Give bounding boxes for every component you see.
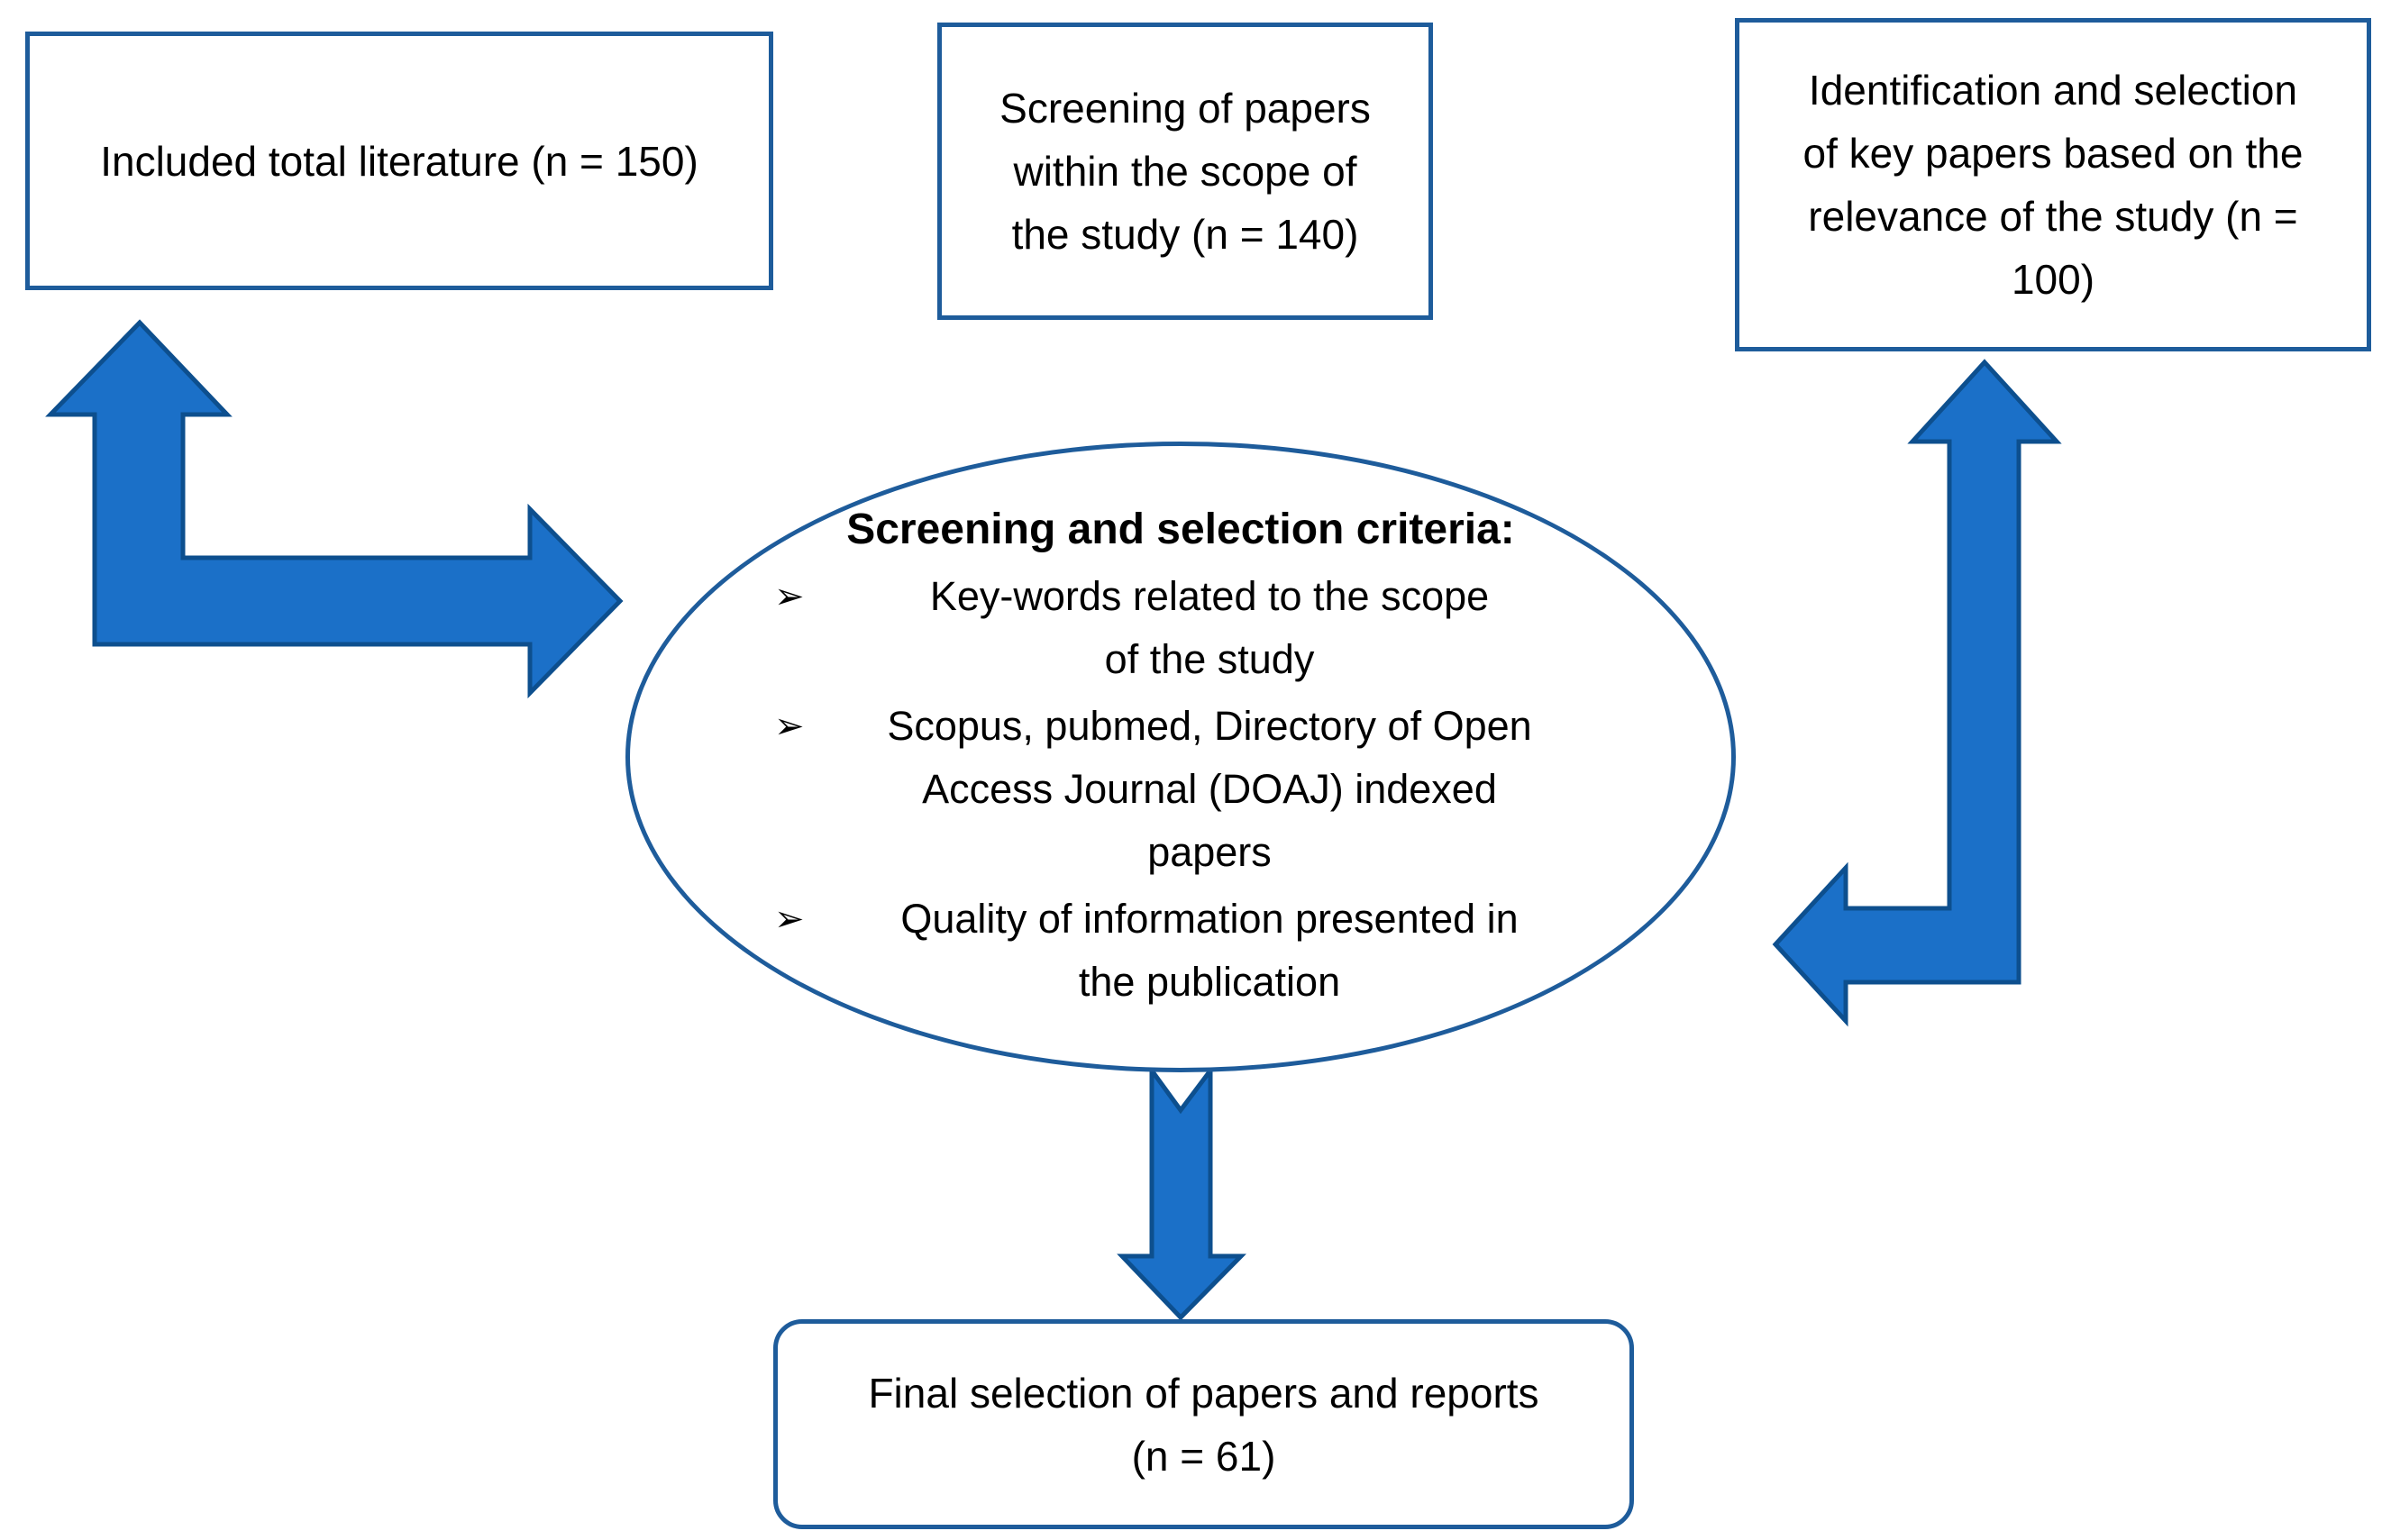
included-literature-text: Included total literature (n = 150) <box>100 137 698 185</box>
criteria-bullet-keywords: ➢ Key-words related to the scope of the … <box>774 565 1587 691</box>
screening-papers-text: Screening of papers within the scope of … <box>999 85 1371 258</box>
notched-down-arrow <box>1117 1063 1246 1321</box>
criteria-bullet-quality: ➢ Quality of information presented in th… <box>774 888 1587 1014</box>
identification-selection-box: Identification and selection of key pape… <box>1735 18 2371 351</box>
arrowhead-bullet-icon: ➢ <box>774 899 805 939</box>
included-literature-box: Included total literature (n = 150) <box>25 32 773 290</box>
bent-arrow-right <box>1772 359 2062 1027</box>
final-selection-text: Final selection of papers and reports (n… <box>868 1369 1539 1480</box>
screening-papers-box: Screening of papers within the scope of … <box>937 23 1433 320</box>
final-selection-box: Final selection of papers and reports (n… <box>773 1319 1634 1529</box>
arrowhead-bullet-icon: ➢ <box>774 706 805 746</box>
criteria-bullet-databases-text: Scopus, pubmed, Directory of Open Access… <box>887 703 1532 875</box>
criteria-bullet-databases: ➢ Scopus, pubmed, Directory of Open Acce… <box>774 695 1587 884</box>
arrowhead-bullet-icon: ➢ <box>774 577 805 616</box>
criteria-bullet-quality-text: Quality of information presented in the … <box>900 896 1519 1005</box>
screening-criteria-ellipse: Screening and selection criteria: ➢ Key-… <box>625 442 1736 1072</box>
criteria-title: Screening and selection criteria: <box>846 506 1515 553</box>
criteria-bullet-keywords-text: Key-words related to the scope of the st… <box>929 573 1490 682</box>
identification-selection-text: Identification and selection of key pape… <box>1802 67 2304 303</box>
bent-arrow-left <box>45 319 624 699</box>
